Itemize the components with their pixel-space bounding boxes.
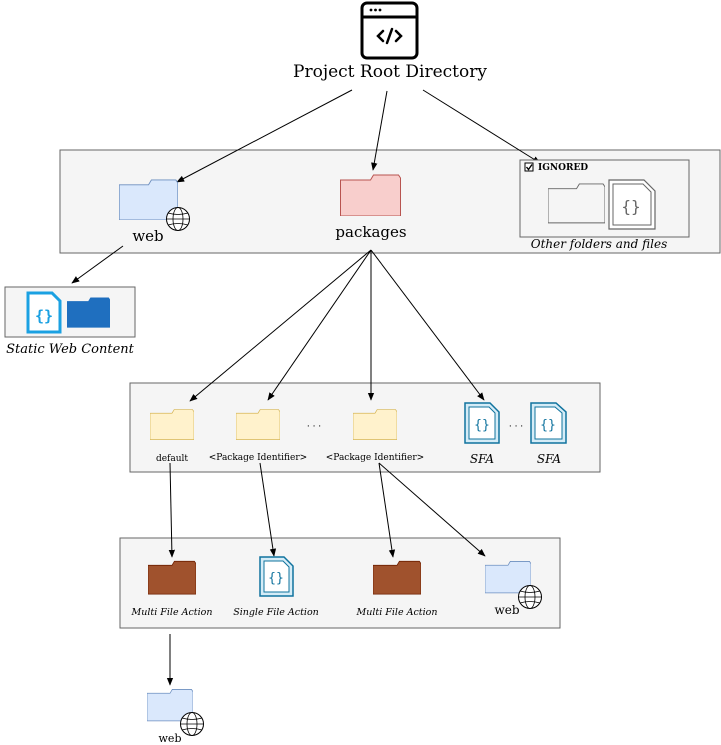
svg-text:{}: {} <box>268 571 284 586</box>
package-folder-icon <box>353 409 397 441</box>
code-window-icon <box>360 1 419 60</box>
packages-folder-icon <box>340 174 401 216</box>
web-folder-icon <box>147 688 204 736</box>
sfa-label-2: SFA <box>537 452 562 466</box>
package-folder-icon <box>236 409 280 441</box>
default-folder-icon <box>150 409 194 441</box>
static-caption: Static Web Content <box>6 342 135 357</box>
web-label-3: web <box>494 603 519 617</box>
svg-text:{}: {} <box>540 418 556 433</box>
ignored-tag: IGNORED <box>538 163 588 173</box>
sfa-label: Single File Action <box>233 607 319 618</box>
svg-text:{}: {} <box>621 197 640 216</box>
ellipsis-1: · · · <box>307 422 321 432</box>
edge-root-ignored <box>422 89 541 164</box>
gray-folder-icon <box>548 183 605 224</box>
checkbox-icon <box>524 162 534 172</box>
edges <box>71 89 541 686</box>
edge-web-static <box>71 245 124 284</box>
mfa-label-1: Multi File Action <box>131 607 213 618</box>
sfa-label-1: SFA <box>470 452 495 466</box>
root-label: Project Root Directory <box>293 62 487 82</box>
edge-root-web <box>176 89 353 183</box>
json-file-icon: {} <box>26 291 62 334</box>
ignored-caption: Other folders and files <box>531 237 668 251</box>
packages-label: packages <box>335 223 406 241</box>
ellipsis-2: · · · <box>509 422 523 432</box>
mfa-folder-icon <box>148 560 196 595</box>
mfa-label-2: Multi File Action <box>356 607 438 618</box>
edge-pkg2-web <box>378 462 486 557</box>
pkg-id-label-2: <Package Identifier> <box>326 453 424 463</box>
sfa-file-icon: {} <box>530 402 567 444</box>
edge-packages-sfa <box>370 249 485 401</box>
blue-folder-icon <box>67 297 110 328</box>
svg-text:{}: {} <box>35 307 53 325</box>
edge-packages-default <box>189 249 372 402</box>
edge-packages-pkg1 <box>267 249 372 401</box>
edge-default-mfa <box>168 462 176 558</box>
sfa-file-icon: {} <box>259 556 294 597</box>
pkg-id-label-1: <Package Identifier> <box>209 453 307 463</box>
edge-pkg1-sfa <box>259 462 277 557</box>
edge-pkg2-mfa <box>378 462 396 558</box>
web-label: web <box>132 227 163 245</box>
web-label-4: web <box>159 732 182 745</box>
mfa-folder-icon <box>373 560 421 595</box>
sfa-file-icon: {} <box>464 402 500 444</box>
gray-json-file-icon: {} <box>608 179 656 230</box>
svg-text:{}: {} <box>474 418 490 433</box>
default-label: default <box>156 454 188 464</box>
edge-root-packages <box>371 90 388 171</box>
